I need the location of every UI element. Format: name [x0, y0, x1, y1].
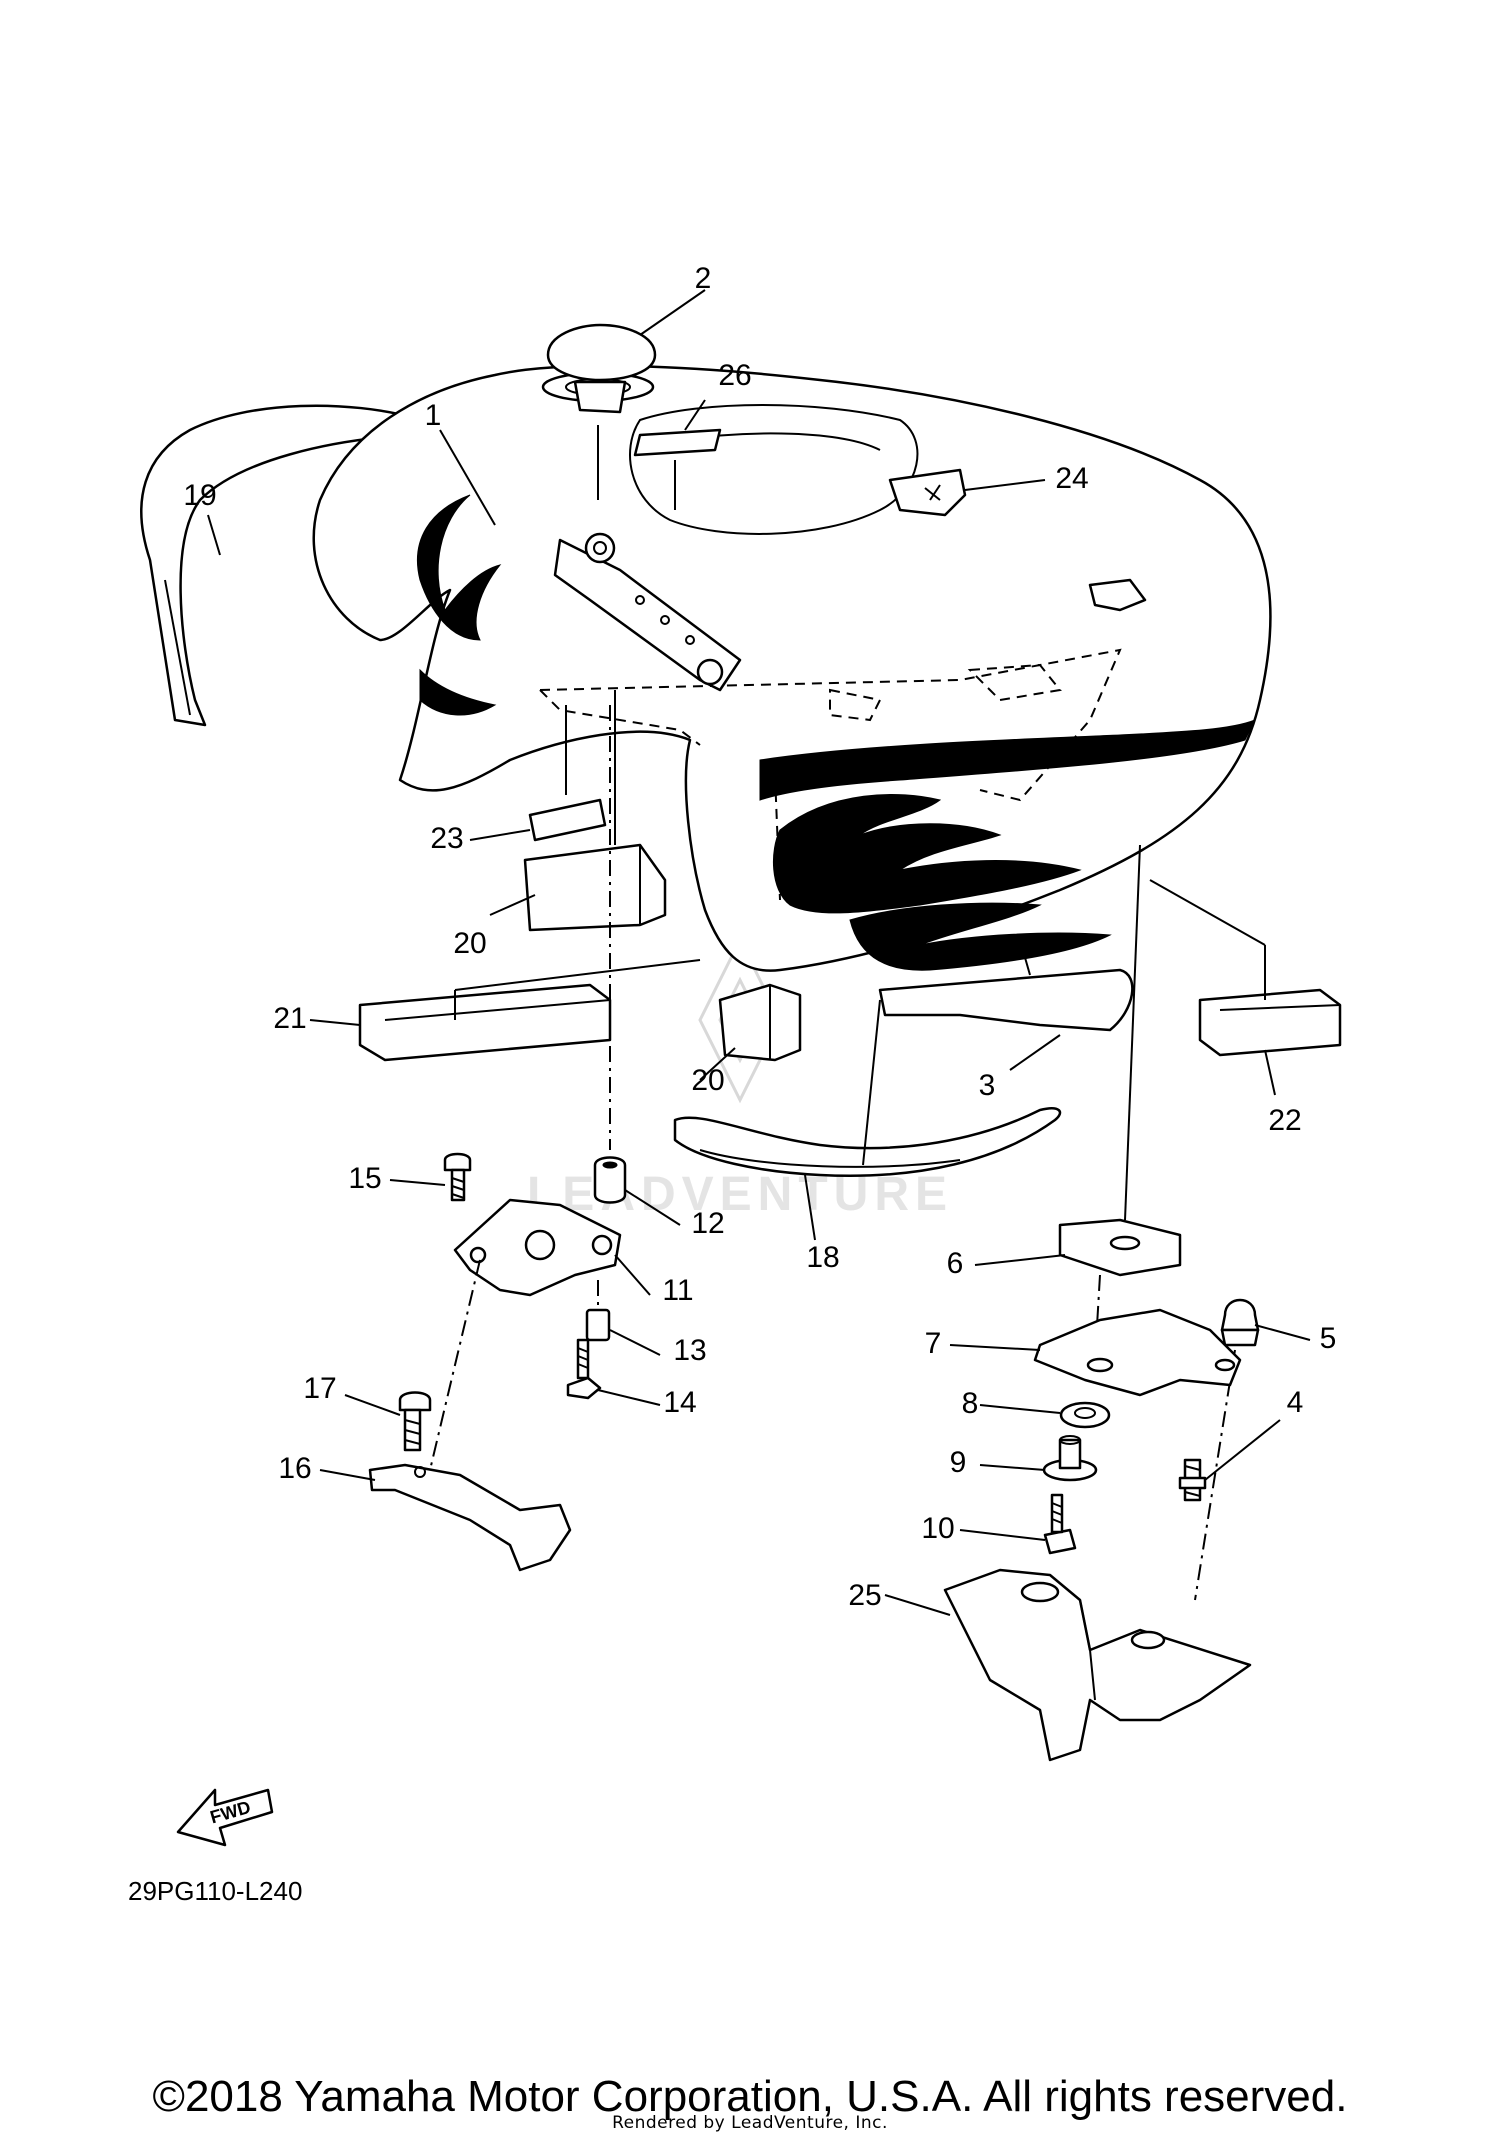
callout-3[interactable]: 3 [979, 1069, 996, 1102]
callout-19[interactable]: 19 [183, 479, 216, 512]
diagram-code: 29PG110-L240 [128, 1876, 302, 1906]
callout-17[interactable]: 17 [303, 1372, 336, 1405]
callout-15[interactable]: 15 [348, 1162, 381, 1195]
part-20-damper-center[interactable] [718, 983, 802, 1062]
part-8-grommet[interactable] [1059, 1401, 1111, 1429]
callout-2[interactable]: 2 [695, 262, 712, 295]
callout-labels: 1 2 3 4 5 6 7 8 9 10 11 12 13 14 15 16 1… [183, 262, 1336, 1612]
callout-16[interactable]: 16 [278, 1452, 311, 1485]
callout-20-left[interactable]: 20 [453, 927, 486, 960]
part-20-damper-left[interactable] [523, 690, 667, 932]
callout-25[interactable]: 25 [848, 1579, 881, 1612]
watermark-text: LEADVENTURE [527, 1168, 953, 1221]
part-22-damper[interactable] [1149, 879, 1342, 1057]
callout-21[interactable]: 21 [273, 1002, 306, 1035]
tank-top-bracket [553, 532, 742, 692]
part-12-collar[interactable] [593, 705, 627, 1204]
callout-22[interactable]: 22 [1268, 1104, 1301, 1137]
callout-13[interactable]: 13 [673, 1334, 706, 1367]
callout-23[interactable]: 23 [430, 822, 463, 855]
callout-14[interactable]: 14 [663, 1386, 696, 1419]
part-11-bracket[interactable] [453, 1198, 622, 1297]
callout-12[interactable]: 12 [691, 1207, 724, 1240]
callout-5[interactable]: 5 [1320, 1322, 1337, 1355]
callout-10[interactable]: 10 [921, 1512, 954, 1545]
callout-9[interactable]: 9 [950, 1446, 967, 1479]
part-19-trim[interactable] [140, 404, 417, 727]
part-7-bracket[interactable] [1033, 1308, 1242, 1397]
watermark: LEADVENTURE [527, 936, 953, 1221]
part-26-label[interactable] [633, 428, 722, 510]
part-2-filler-cap[interactable] [546, 323, 657, 500]
part-15-bolt[interactable] [443, 1152, 472, 1202]
part-4-stud-bolt[interactable] [1178, 1458, 1207, 1502]
copyright-notice: ©2018 Yamaha Motor Corporation, U.S.A. A… [152, 2072, 1348, 2121]
callout-4[interactable]: 4 [1287, 1386, 1304, 1419]
callout-7[interactable]: 7 [925, 1327, 942, 1360]
callout-20-center[interactable]: 20 [691, 1064, 724, 1097]
part-14-bolt[interactable] [566, 1338, 602, 1400]
rendered-by-notice: Rendered by LeadVenture, Inc. [612, 2113, 888, 2133]
callout-6[interactable]: 6 [947, 1247, 964, 1280]
part-6-damper[interactable] [1058, 844, 1182, 1361]
leader-lines [207, 289, 1311, 1616]
callout-8[interactable]: 8 [962, 1387, 979, 1420]
callout-11[interactable]: 11 [662, 1274, 693, 1307]
part-1-fuel-tank[interactable] [312, 364, 1272, 972]
part-5-nut[interactable] [1194, 1298, 1260, 1601]
part-23-sheet[interactable] [528, 705, 607, 842]
part-10-bolt[interactable] [1043, 1493, 1077, 1555]
part-18-lower-trim[interactable] [673, 1107, 1062, 1177]
part-16-stay[interactable] [368, 1463, 572, 1572]
callout-1[interactable]: 1 [425, 399, 442, 432]
assembly-line-11-16 [429, 1259, 481, 1471]
callout-26[interactable]: 26 [718, 359, 751, 392]
part-17-screw[interactable] [398, 1391, 432, 1452]
callout-18[interactable]: 18 [806, 1241, 839, 1274]
part-24-emblem[interactable] [888, 468, 967, 517]
part-25-bracket[interactable] [943, 1568, 1252, 1762]
fwd-arrow-icon: FWD [176, 1788, 274, 1847]
part-3-pad[interactable] [878, 939, 1134, 1032]
callout-24[interactable]: 24 [1055, 462, 1088, 495]
part-9-collar[interactable] [1042, 1435, 1098, 1482]
part-13-spacer[interactable] [585, 1280, 611, 1342]
part-21-damper[interactable] [358, 959, 701, 1062]
